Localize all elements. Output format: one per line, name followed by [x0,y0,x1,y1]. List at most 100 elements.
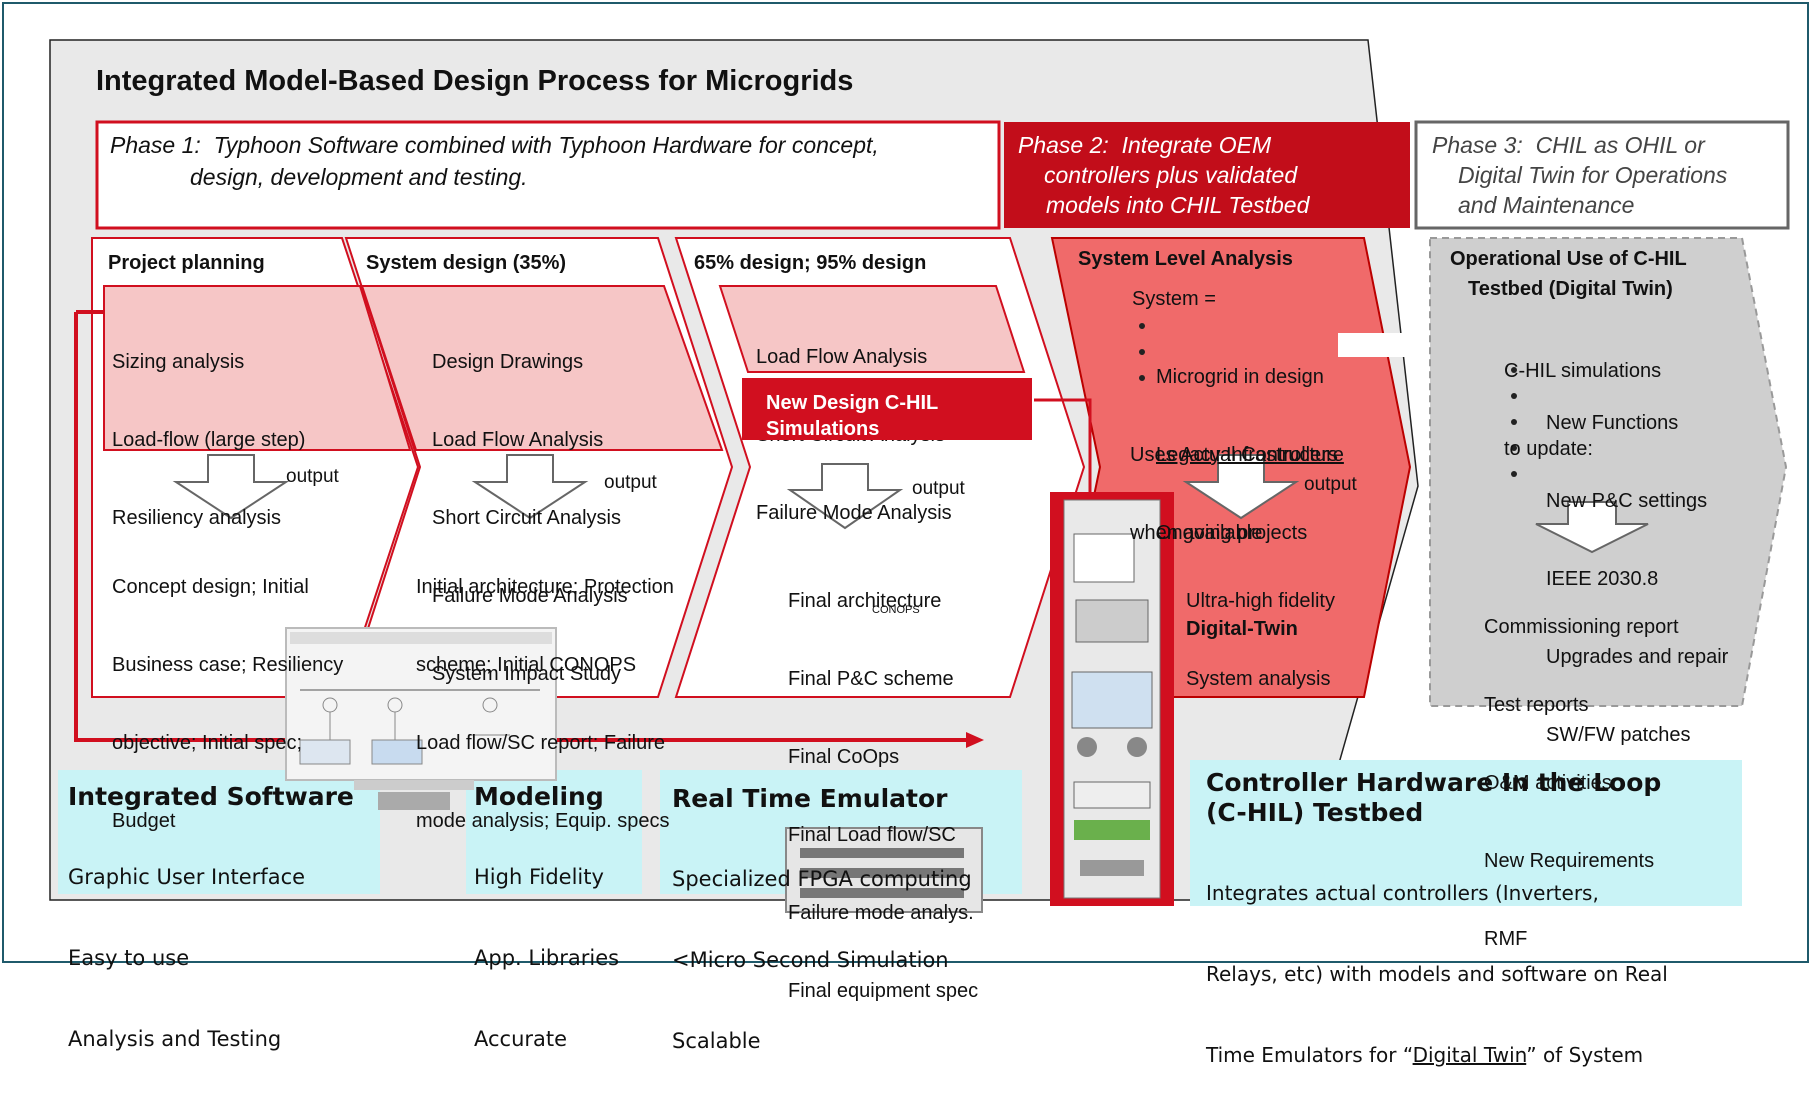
workflow-arrowhead [966,732,984,748]
phase2-box [1004,122,1410,228]
modeling-line: App. Libraries [474,946,620,970]
chil-box-line: New Design C-HIL [766,392,939,414]
emulator-line: Specialized FPGA computing [672,867,972,891]
image-frame [2,2,1809,963]
system-level-extra-line: Uses Actual Controllers [1130,444,1338,466]
digital-twin-link: Digital Twin [1412,1043,1527,1067]
page-title: Integrated Model-Based Design Process fo… [96,65,854,97]
final-design-item: Failure Mode Analysis [756,502,952,524]
system-level-bullet: Microgrid in design [1156,366,1324,388]
final-design-output: Failure mode analys. [788,902,974,924]
system-design-pink [360,285,724,451]
emulator-line: Scalable [672,1029,761,1053]
chil-title-1: Controller Hardware In the Loop [1206,768,1662,797]
system-design-output-arrow [471,454,589,520]
planning-output: objective; Initial spec; [112,732,303,754]
system-level-extra: Uses Actual Controllers when available [1130,390,1338,572]
planning-item: Load-flow (large step) [112,429,306,451]
chil-line-post: ” of System [1526,1043,1644,1067]
bullet-dot [1511,419,1517,425]
bullet-dot [1511,367,1517,373]
operational-output: Test reports [1484,694,1589,716]
system-design-output: scheme; Initial CONOPS [416,654,637,676]
modeling-line: High Fidelity [474,865,604,889]
chil-connector [1034,398,1092,500]
software-lines: Graphic User Interface Easy to use Analy… [68,810,305,1080]
system-design-header: System design (35%) [366,252,567,274]
phase1-box [95,120,1001,230]
planning-output: Business case; Resiliency [112,654,344,676]
modeling-title: Modeling [474,782,604,811]
bullet-dot [1139,375,1145,381]
planning-output: Budget [112,810,176,832]
system-level-header: System Level Analysis [1078,248,1293,270]
operational-output: Commissioning report [1484,616,1679,638]
system-level-bullet: Legacy Infrastructure [1156,444,1344,466]
phase3-line3: and Maintenance [1458,192,1635,218]
software-line: Easy to use [68,946,190,970]
chil-title-2: (C-HIL) Testbed [1206,798,1424,827]
operational-output: RMF [1484,928,1528,950]
system-level-output-label: output [1304,474,1357,495]
operational-chevron [1429,237,1788,707]
operational-intro-line: to update: [1504,438,1593,460]
emulator-line: <Micro Second Simulation [672,948,949,972]
phase1-line1: Phase 1: Typhoon Software combined with … [110,132,879,158]
modeling-lines: High Fidelity App. Libraries Accurate [474,810,619,1080]
workflow-connector [74,312,966,742]
operational-bullet: Upgrades and repair [1546,646,1729,668]
bullet-dot [1511,393,1517,399]
modeling-line: Accurate [474,1027,568,1051]
software-line: Graphic User Interface [68,865,306,889]
phase1-line2: design, development and testing. [190,164,528,190]
system-design-outputs: Initial architecture; Protection scheme;… [416,522,674,860]
system-label: System = [1132,288,1216,310]
operational-bullet: IEEE 2030.8 [1546,568,1659,590]
new-design-chil-box: New Design C-HIL Simulations [742,378,1032,440]
system-design-item: Short Circuit Analysis [432,507,621,529]
final-design-output-label: output [912,478,965,499]
system-level-outputs: Ultra-high fidelity System analysis [1186,536,1335,718]
system-design-item: Design Drawings [432,351,584,373]
bullet-dot [1511,471,1517,477]
operational-header-1: Operational Use of C-HIL [1450,248,1687,270]
planning-outputs: Concept design; Initial Business case; R… [112,522,343,860]
planning-output-label: output [286,466,339,487]
system-level-output: Ultra-high fidelity [1186,590,1335,612]
chil-line: Integrates actual controllers (Inverters… [1206,881,1599,905]
monitor-illustration [285,627,557,810]
emulator-device [785,827,983,913]
software-line: Analysis and Testing [68,1027,282,1051]
operational-intro: C-HIL simulations to update: [1504,306,1661,488]
operational-output: O&M activities [1484,772,1612,794]
phase2-line2: controllers plus validated [1044,162,1298,188]
system-level-output: System analysis [1186,668,1331,690]
operational-bullet: New P&C settings [1546,490,1708,512]
conops-small-label: CONOPS [872,604,920,616]
operational-intro-line: C-HIL simulations [1504,360,1662,382]
operational-bullet: SW/FW patches [1546,724,1691,746]
phase3-line1: Phase 3: CHIL as OHIL or [1432,132,1705,158]
final-design-pink [718,285,1026,373]
system-design-item: System Impact Study [432,663,621,685]
modeling-box-bg [466,770,642,894]
system-design-item: Failure Mode Analysis [432,585,628,607]
software-title: Integrated Software [68,782,354,811]
chil-rack [1050,492,1174,906]
planning-items: Sizing analysis Load-flow (large step) R… [112,297,305,557]
operational-outputs: Commissioning report Test reports O&M ac… [1484,562,1679,978]
system-design-output: Load flow/SC report; Failure [416,732,666,754]
phase2-line1: Phase 2: Integrate OEM [1018,132,1272,158]
bullet-dot [1139,323,1145,329]
system-design-item: Load Flow Analysis [432,429,604,451]
planning-header: Project planning [108,252,265,274]
bullet-dot [1511,445,1517,451]
digital-twin-label: Digital-Twin [1186,618,1298,640]
chil-box-line: Simulations [766,418,880,440]
final-design-output: Final architecture [788,590,942,612]
final-design-output: Final CoOps [788,746,900,768]
system-design-output: mode analysis; Equip. specs [416,810,670,832]
planning-item: Sizing analysis [112,351,245,373]
phase2-line3: models into CHIL Testbed [1046,192,1310,218]
operational-output-arrow [1535,501,1649,554]
